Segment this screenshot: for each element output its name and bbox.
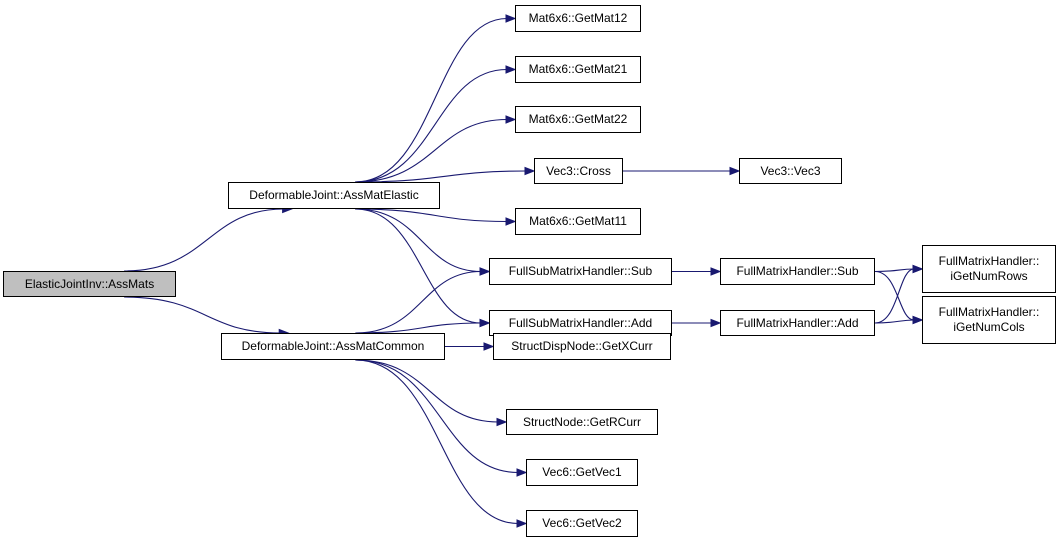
node-label: DeformableJoint::AssMatCommon <box>241 339 425 353</box>
node-label: iGetNumRows <box>950 269 1028 283</box>
edge-asselastic-subadd <box>355 208 482 324</box>
node-asscommon[interactable]: DeformableJoint::AssMatCommon <box>221 333 445 360</box>
edge-asscommon-getvec2 <box>355 359 519 525</box>
arrowhead-asscommon-getrcurr <box>496 417 508 427</box>
node-label: FullMatrixHandler::Sub <box>736 264 859 278</box>
node-rows[interactable]: FullMatrixHandler::iGetNumRows <box>922 245 1056 293</box>
node-label: Vec6::GetVec2 <box>542 516 622 530</box>
arrowhead-fulladd-rows <box>912 264 924 274</box>
arrowhead-fulladd-cols <box>912 315 924 325</box>
edge-fulladd-cols <box>874 319 915 324</box>
node-getmat12[interactable]: Mat6x6::GetMat12 <box>515 5 641 32</box>
node-fulladd[interactable]: FullMatrixHandler::Add <box>720 310 875 336</box>
edge-fulladd-rows <box>874 268 915 324</box>
node-label: FullSubMatrixHandler::Add <box>508 315 653 330</box>
node-label: ElasticJointInv::AssMats <box>24 276 155 291</box>
arrowhead-cross-vec3 <box>729 166 741 176</box>
node-fullsub[interactable]: FullMatrixHandler::Sub <box>720 258 875 285</box>
node-label: Mat6x6::GetMat11 <box>529 214 627 228</box>
node-label: FullMatrixHandler::Add <box>736 315 859 330</box>
node-label: DeformableJoint::AssMatElastic <box>249 188 419 202</box>
edge-asselastic-cross <box>355 170 527 183</box>
node-label: Vec3::Cross <box>546 163 611 178</box>
node-label: Vec6::GetVec1 <box>542 465 622 479</box>
node-asselastic[interactable]: DeformableJoint::AssMatElastic <box>228 182 440 209</box>
arrowhead-asscommon-getxcurr <box>483 342 495 351</box>
arrowhead-asselastic-cross <box>524 166 536 176</box>
arrowhead-asselastic-getmat21 <box>505 65 517 74</box>
node-subadd[interactable]: FullSubMatrixHandler::Add <box>489 310 672 336</box>
arrowhead-asselastic-getmat11 <box>505 217 517 226</box>
arrowhead-subadd-fulladd <box>710 318 722 328</box>
node-label: FullMatrixHandler:: <box>938 305 1040 319</box>
node-subsub[interactable]: FullSubMatrixHandler::Sub <box>489 258 672 285</box>
node-vec3[interactable]: Vec3::Vec3 <box>739 158 842 184</box>
node-getvec2[interactable]: Vec6::GetVec2 <box>526 510 638 537</box>
edge-asselastic-getmat22 <box>355 118 508 183</box>
edge-root-asscommon <box>124 296 281 334</box>
node-label: Mat6x6::GetMat21 <box>528 62 628 76</box>
arrowhead-asscommon-getvec2 <box>516 519 528 528</box>
edge-root-asselastic <box>124 208 284 272</box>
edge-asselastic-getmat12 <box>355 17 508 183</box>
edge-fullsub-rows <box>874 268 915 273</box>
node-getmat21[interactable]: Mat6x6::GetMat21 <box>515 56 641 83</box>
arrowhead-subsub-fullsub <box>710 267 722 276</box>
node-label: StructNode::GetRCurr <box>522 414 642 429</box>
node-getvec1[interactable]: Vec6::GetVec1 <box>526 459 638 486</box>
edge-asselastic-getmat21 <box>355 68 508 183</box>
edge-fullsub-cols <box>874 270 915 321</box>
node-getxcurr[interactable]: StructDispNode::GetXCurr <box>493 333 671 360</box>
edge-asscommon-getvec1 <box>355 359 519 474</box>
arrowhead-asselastic-getmat22 <box>505 115 517 124</box>
node-label: FullMatrixHandler:: <box>938 254 1040 268</box>
node-label: Mat6x6::GetMat22 <box>528 112 628 126</box>
arrowhead-asscommon-getvec1 <box>516 468 528 477</box>
node-getmat11[interactable]: Mat6x6::GetMat11 <box>515 208 641 235</box>
node-label: FullSubMatrixHandler::Sub <box>508 264 653 278</box>
edge-asscommon-subsub <box>355 270 482 334</box>
node-root[interactable]: ElasticJointInv::AssMats <box>3 271 176 297</box>
edge-asselastic-getmat11 <box>355 208 508 223</box>
node-getmat22[interactable]: Mat6x6::GetMat22 <box>515 106 641 133</box>
node-label: StructDispNode::GetXCurr <box>511 339 653 353</box>
node-cross[interactable]: Vec3::Cross <box>534 158 623 184</box>
node-label: iGetNumCols <box>953 320 1025 334</box>
edge-asscommon-getrcurr <box>355 359 499 423</box>
node-cols[interactable]: FullMatrixHandler::iGetNumCols <box>922 296 1056 344</box>
edge-asscommon-subadd <box>355 322 482 334</box>
node-getrcurr[interactable]: StructNode::GetRCurr <box>506 409 658 435</box>
arrowhead-asselastic-getmat12 <box>505 14 517 23</box>
arrowhead-asscommon-subsub <box>479 267 491 276</box>
node-label: Mat6x6::GetMat12 <box>528 11 628 25</box>
edge-asselastic-subsub <box>355 208 482 273</box>
node-label: Vec3::Vec3 <box>760 163 821 178</box>
arrowhead-asscommon-subadd <box>479 318 491 328</box>
